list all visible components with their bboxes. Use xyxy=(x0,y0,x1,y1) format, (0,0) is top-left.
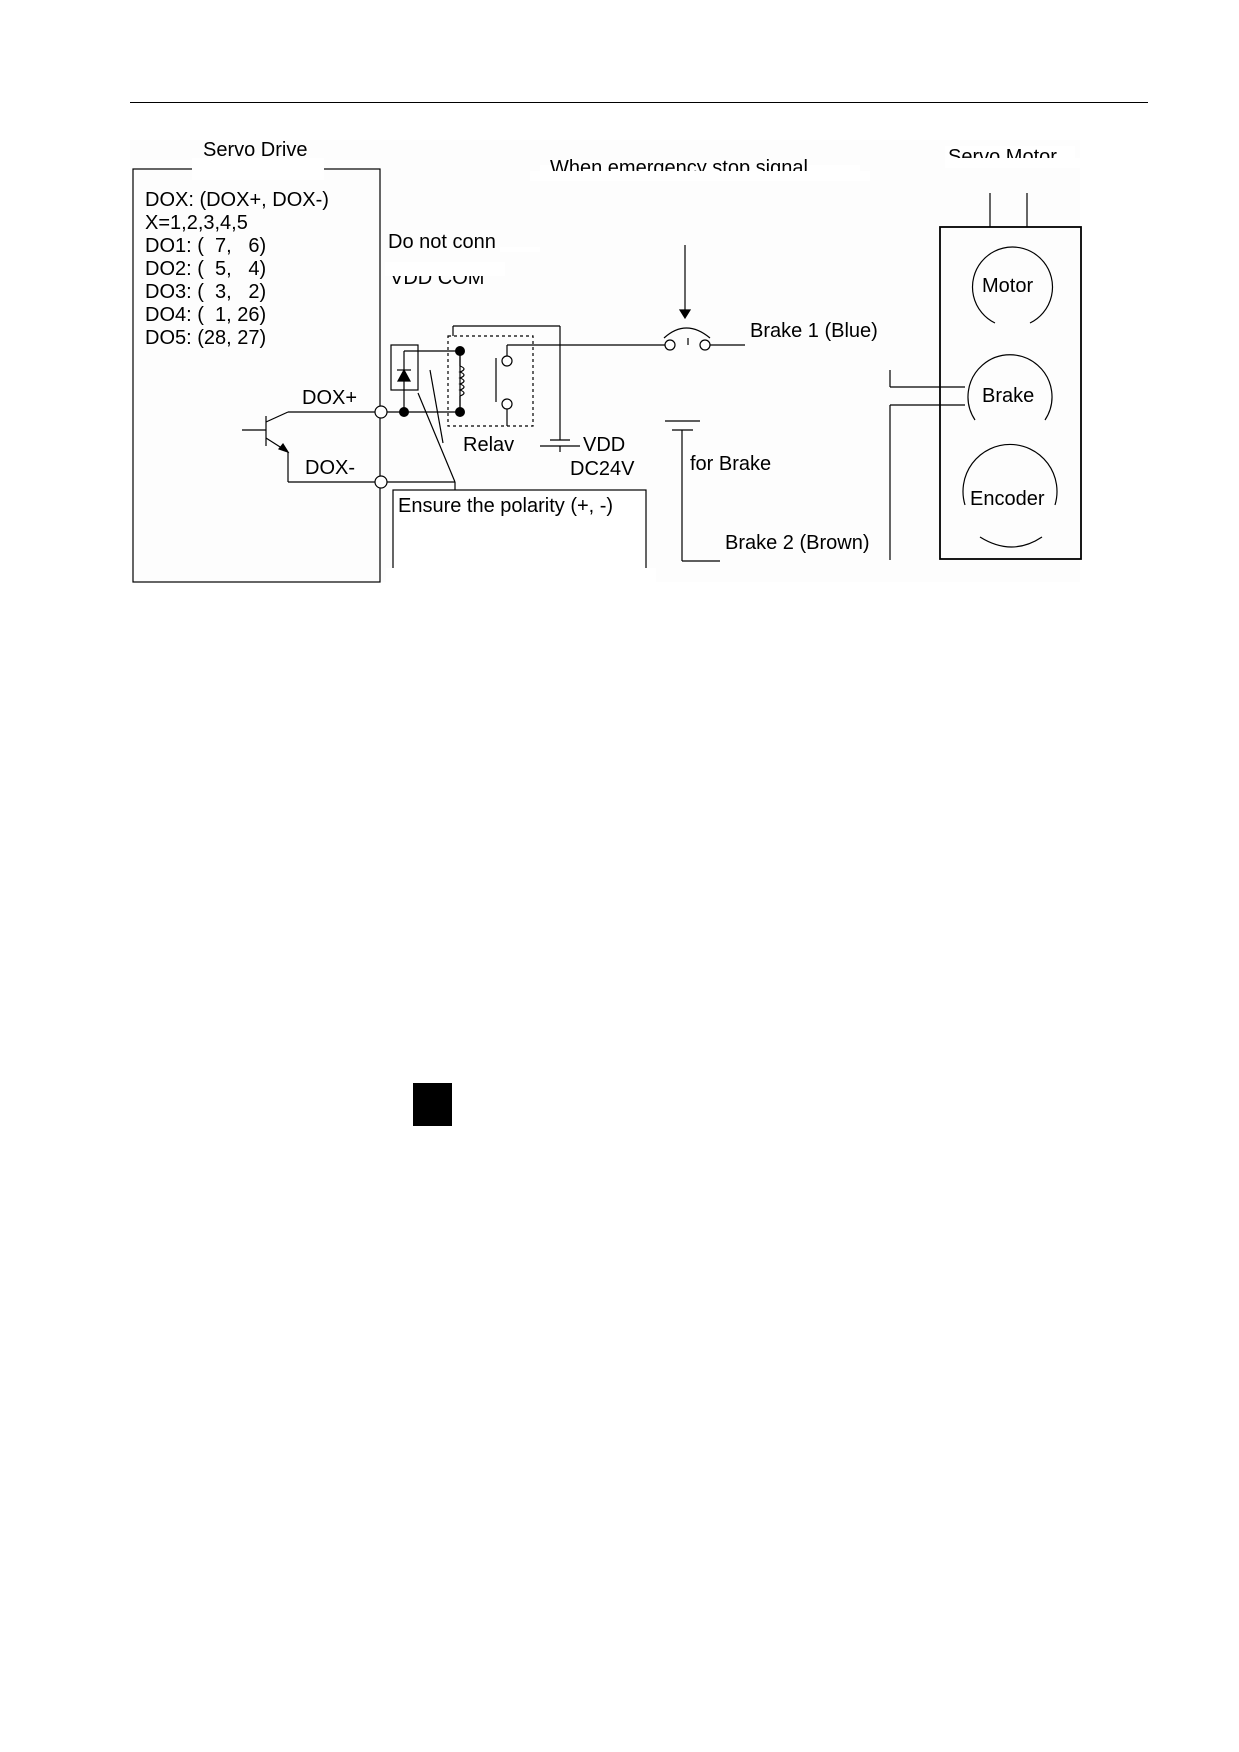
terminal-dox-minus xyxy=(374,475,388,489)
encoder-label: Encoder xyxy=(970,488,1045,510)
brake-wiring-diagram: Servo Drive DOX: (DOX+, DOX-) X=1,2,3,4,… xyxy=(130,139,1082,600)
servo-motor-block: Servo Motor Motor Brake Encoder xyxy=(889,146,1082,560)
junction-dot xyxy=(399,407,409,417)
transistor-symbol xyxy=(242,411,381,483)
dc24v-label: DC24V xyxy=(570,458,635,480)
dox-plus-label: DOX+ xyxy=(302,387,357,409)
servo-drive-title: Servo Drive xyxy=(203,139,307,161)
drive-spec-line: DOX: (DOX+, DOX-) xyxy=(145,189,329,211)
connect-note-1: Do not conn xyxy=(388,231,496,253)
servo-drive-block: Servo Drive DOX: (DOX+, DOX-) X=1,2,3,4,… xyxy=(132,139,388,583)
dox-minus-label: DOX- xyxy=(305,457,355,479)
relay-circuit xyxy=(387,245,745,597)
header-rule xyxy=(130,102,1148,103)
drive-spec-line: X=1,2,3,4,5 xyxy=(145,212,248,234)
relay-label: Relav xyxy=(463,434,514,456)
junction-dot xyxy=(455,407,465,417)
junction-dot xyxy=(455,346,465,356)
for-brake-label: for Brake xyxy=(690,453,771,475)
terminal-dox-plus xyxy=(374,405,388,419)
drive-spec-line: DO1: ( 7, 6) xyxy=(145,235,266,257)
drive-spec-line: DO2: ( 5, 4) xyxy=(145,258,266,280)
brake-label: Brake xyxy=(982,385,1034,407)
servo-motor-box xyxy=(939,226,1082,560)
brake2-label: Brake 2 (Brown) xyxy=(725,532,870,554)
vdd-label: VDD xyxy=(583,434,625,456)
polarity-note: Ensure the polarity (+, -) xyxy=(398,495,613,517)
drive-spec-line: DO3: ( 3, 2) xyxy=(145,281,266,303)
motor-label: Motor xyxy=(982,275,1033,297)
black-square-marker xyxy=(413,1083,452,1126)
drive-spec-line: DO5: (28, 27) xyxy=(145,327,266,349)
drive-spec-line: DO4: ( 1, 26) xyxy=(145,304,266,326)
brake1-label: Brake 1 (Blue) xyxy=(750,320,878,342)
